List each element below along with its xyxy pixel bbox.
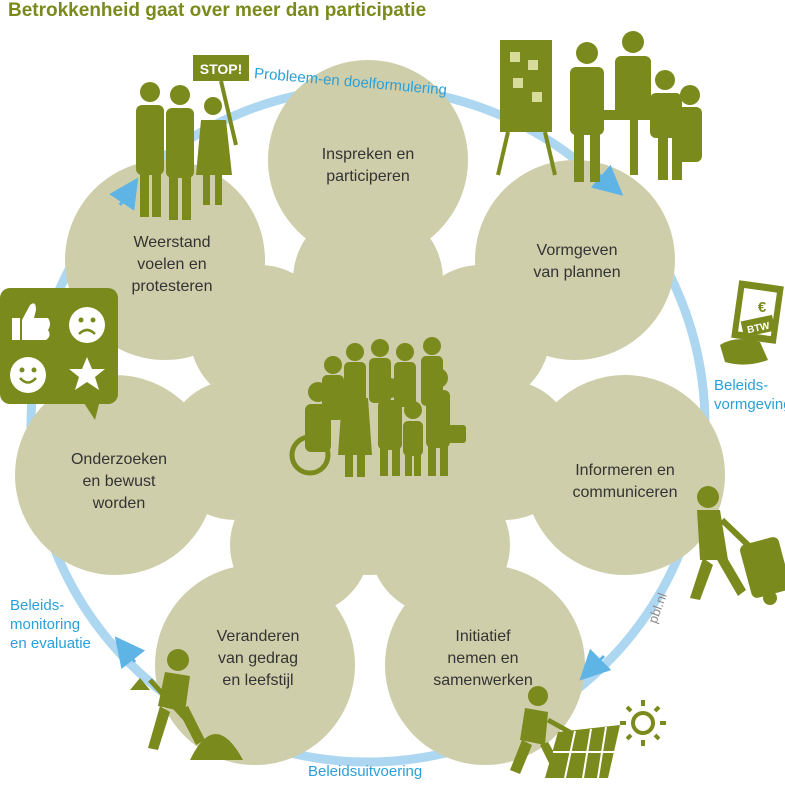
solar-panel-worker-icon [510,686,620,779]
tax-document-icon: € BTW [720,280,784,365]
cycle-arrowhead-bottom-left [114,636,146,670]
petal-label-bottom-right: Initiatief nemen en samenwerken [433,628,533,689]
petal-label-lower-left: Onderzoeken en bewust worden [70,451,168,512]
petal-label-upper-left: Weerstand voelen en protesteren [131,234,213,295]
sun-icon [620,700,666,746]
petal-bottom-left [155,565,355,765]
phase-label-right: Beleids- vormgeving [714,377,785,413]
walking-person-icon [690,486,785,605]
petal-lower-left [15,375,215,575]
feedback-emoji-icon [0,288,118,420]
phase-label-left: Beleids- monitoring en evaluatie [10,597,91,652]
phase-label-bottom: Beleidsuitvoering [308,763,423,780]
tax-sheet-text: BTW [746,321,771,337]
petal-top [268,60,468,260]
petal-lower-right [525,375,725,575]
petal-label-upper-right: Vormgeven van plannen [533,242,621,281]
petal-label-lower-right: Informeren en communiceren [572,462,678,501]
svg-text:€: € [758,299,767,316]
petal-label-top: Inspreken en participeren [321,146,415,185]
cycle-arrowhead-bottom-right [579,648,612,681]
digging-worker-icon [130,649,243,760]
page-title: Betrokkenheid gaat over meer dan partici… [8,0,427,21]
protest-group-icon: STOP! [136,55,249,220]
cycle-arrowhead-top-left [109,177,139,211]
petal-label-bottom-left: Veranderen van gedrag en leefstijl [216,628,300,689]
crowd-icon [289,337,466,477]
stop-sign-text: STOP! [200,61,243,77]
meeting-flipchart-icon [496,31,702,182]
